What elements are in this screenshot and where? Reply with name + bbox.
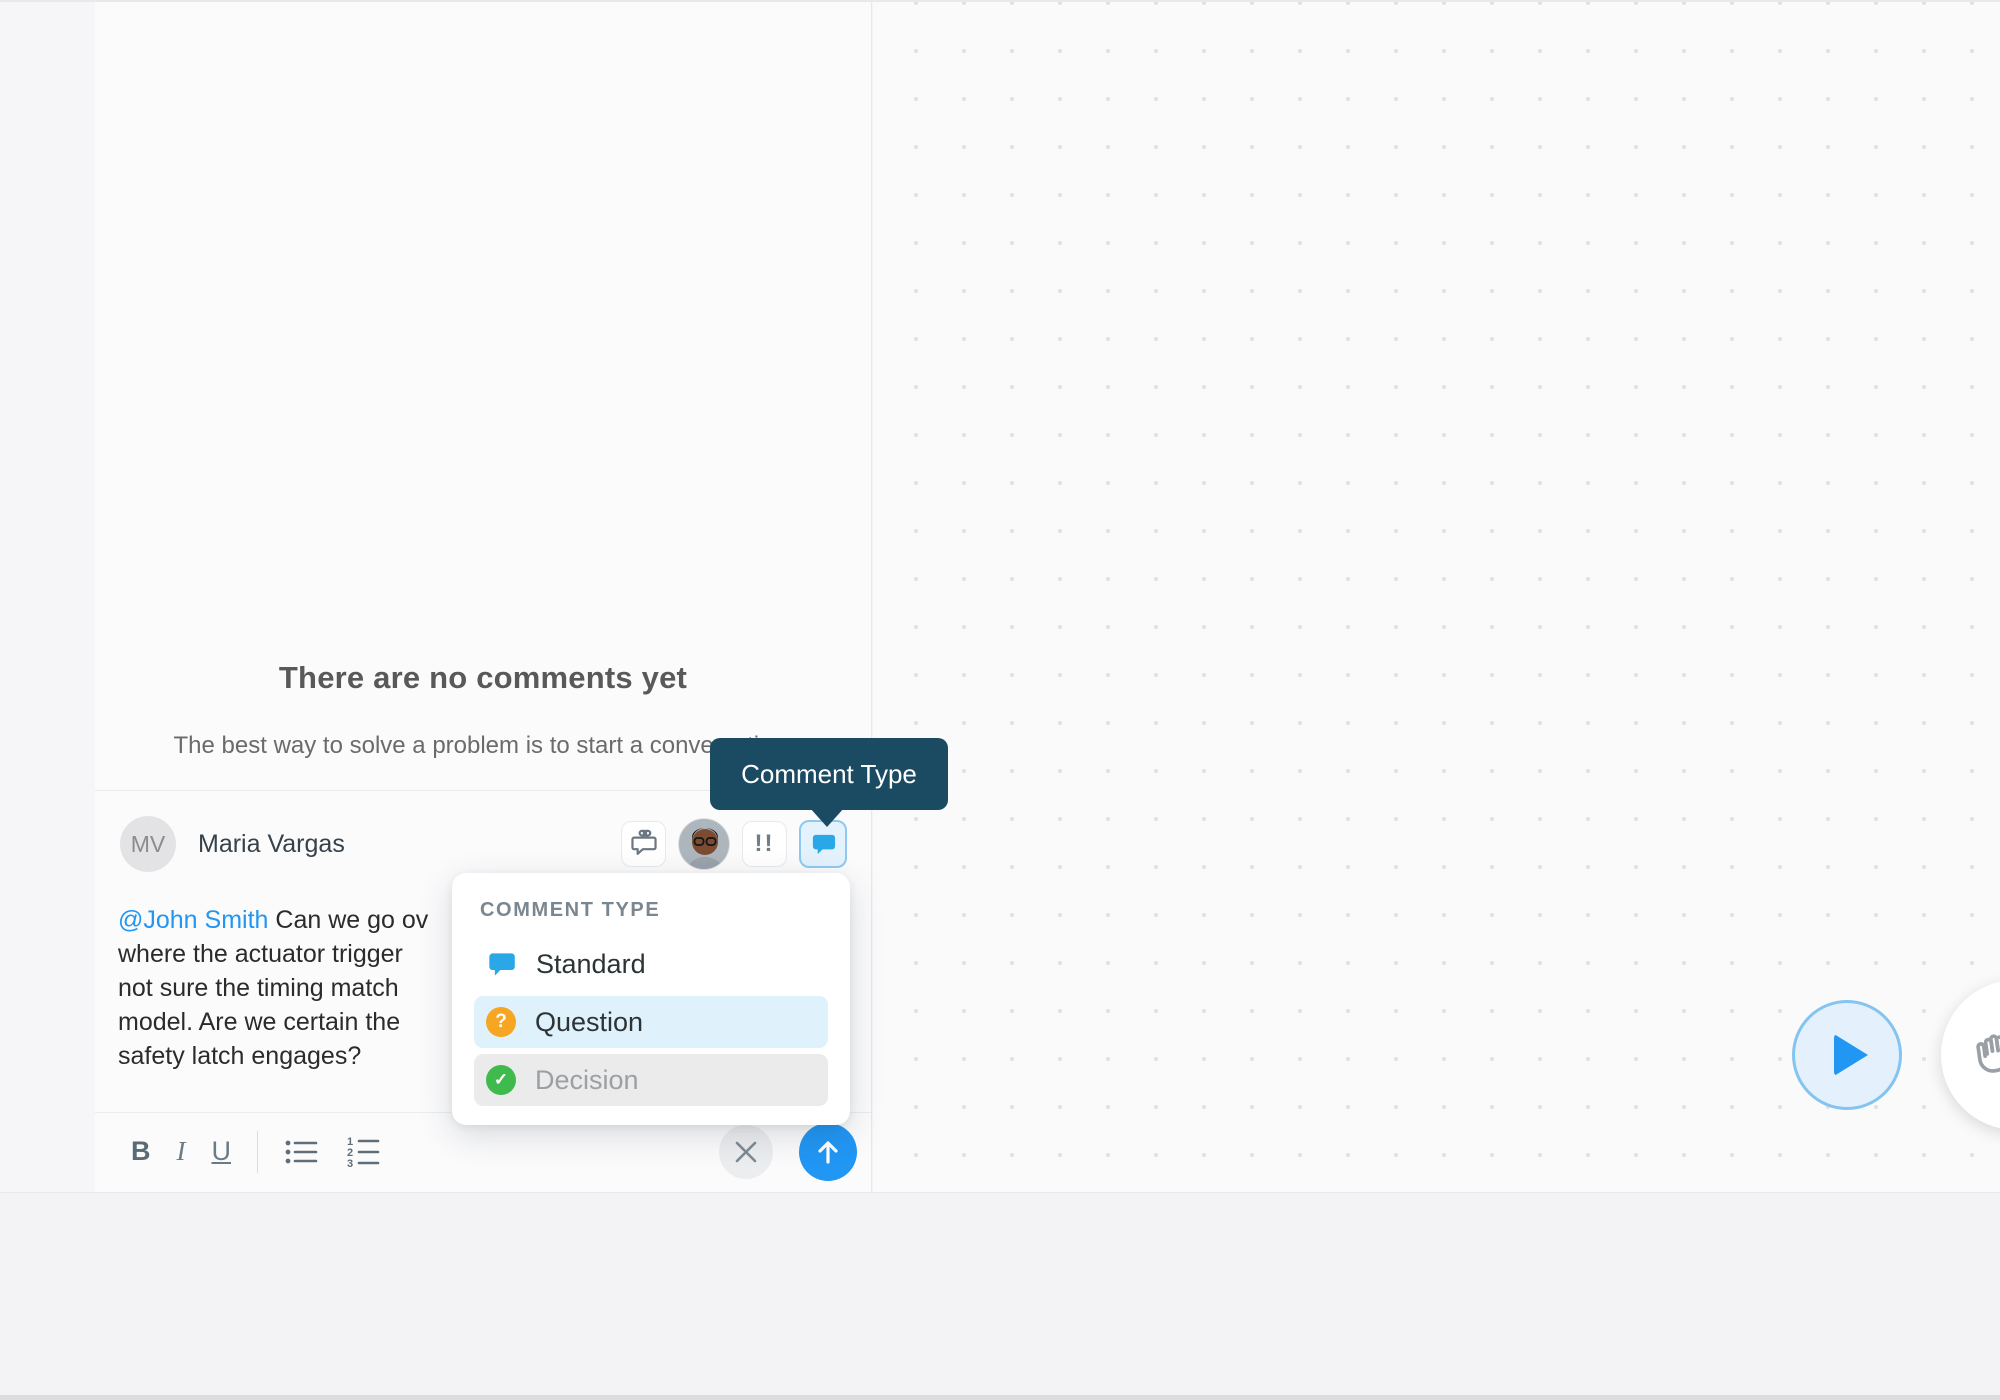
check-icon: ✓	[486, 1065, 516, 1095]
menu-item-label: Decision	[535, 1064, 639, 1095]
link-comment-button[interactable]	[621, 821, 666, 867]
run-simulation-button[interactable]	[1792, 1000, 1902, 1110]
tooltip-pointer	[810, 808, 844, 827]
comment-type-menu: COMMENT TYPE Standard ? Question ✓ Decis…	[452, 873, 850, 1125]
comments-panel: There are no comments yet The best way t…	[95, 0, 872, 1192]
author-name: Maria Vargas	[198, 829, 345, 858]
comment-line: where the actuator trigger	[118, 940, 403, 968]
submit-comment-button[interactable]	[799, 1122, 857, 1181]
numbered-list-button[interactable]: 1 2 3	[346, 1136, 382, 1168]
editor-divider	[95, 790, 871, 791]
comment-type-tooltip: Comment Type	[710, 738, 948, 827]
italic-button[interactable]: I	[176, 1136, 186, 1166]
standard-bubble-icon	[489, 952, 515, 976]
window-top-edge	[0, 0, 2000, 2]
comment-editor-header: MV Maria Vargas	[95, 812, 871, 876]
tooltip-label: Comment Type	[741, 758, 917, 789]
assignee-avatar[interactable]	[678, 818, 730, 870]
menu-item-label: Question	[535, 1006, 644, 1037]
comment-line: safety latch engages?	[118, 1042, 362, 1070]
mention-link[interactable]: @John Smith	[118, 906, 269, 934]
left-gutter	[0, 0, 95, 1192]
play-icon	[1834, 1034, 1868, 1076]
empty-state-title: There are no comments yet	[278, 660, 688, 695]
comment-type-button[interactable]	[799, 820, 847, 868]
editor-action-row: !!	[621, 818, 847, 870]
speech-bubble-icon	[812, 834, 835, 854]
page-background	[0, 1192, 2000, 1400]
comment-line: @John Smith Can we go ov	[118, 906, 429, 934]
svg-text:3: 3	[347, 1158, 353, 1168]
bullet-list-button[interactable]	[284, 1137, 320, 1167]
hand-icon	[1976, 1034, 2000, 1073]
comment-line: model. Are we certain the	[118, 1008, 401, 1036]
avatar: MV	[120, 816, 176, 872]
menu-item-decision[interactable]: ✓ Decision	[474, 1054, 828, 1106]
empty-state-subtitle: The best way to solve a problem is to st…	[173, 732, 793, 759]
close-icon	[735, 1141, 757, 1162]
menu-item-standard[interactable]: Standard	[474, 938, 828, 990]
cancel-comment-button[interactable]	[719, 1124, 773, 1179]
menu-item-label: Standard	[536, 948, 646, 979]
toolbar-divider	[257, 1130, 258, 1173]
comment-link-icon	[630, 829, 657, 855]
svg-text:2: 2	[347, 1147, 353, 1159]
priority-button[interactable]: !!	[742, 821, 787, 867]
underline-button[interactable]: U	[211, 1136, 232, 1166]
menu-item-question[interactable]: ? Question	[474, 996, 828, 1048]
avatar-photo-icon	[679, 819, 729, 869]
diagram-canvas[interactable]: Initialize Data Perform Intercept Assign…	[873, 0, 2000, 1192]
double-exclamation-icon: !!	[754, 830, 775, 857]
window-bottom-edge	[0, 1395, 2000, 1400]
question-icon: ?	[486, 1007, 516, 1037]
comment-line: not sure the timing match	[118, 974, 399, 1002]
comment-draft-text[interactable]: @John Smith Can we go ov where the actua…	[118, 903, 838, 1073]
svg-text:1: 1	[347, 1136, 353, 1148]
arrow-up-icon	[818, 1140, 838, 1164]
menu-header: COMMENT TYPE	[480, 899, 661, 921]
bold-button[interactable]: B	[131, 1136, 151, 1166]
